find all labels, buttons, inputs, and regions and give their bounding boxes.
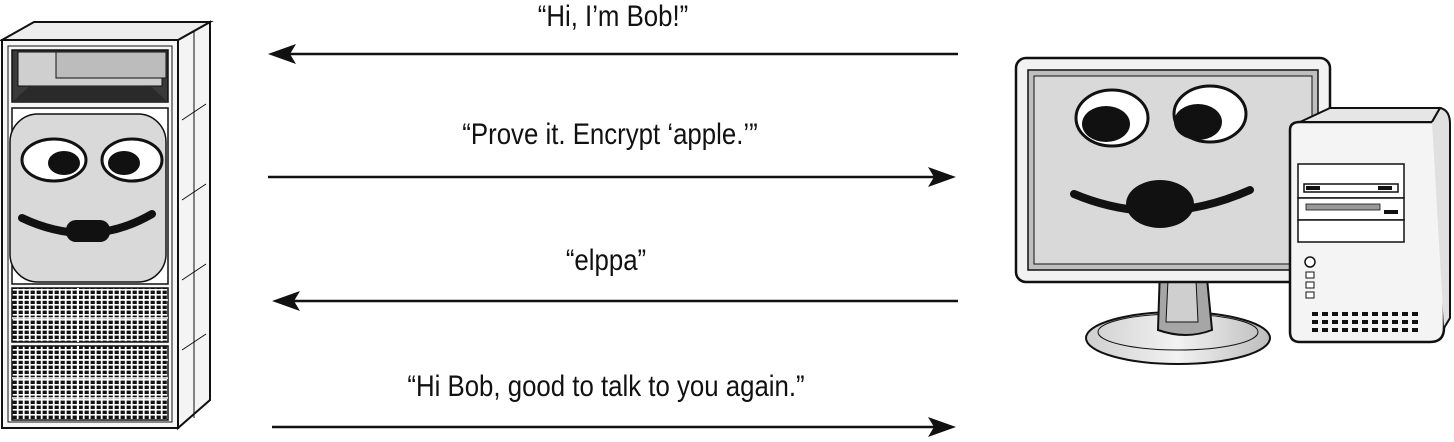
arrowhead-right-icon	[928, 417, 956, 437]
server-rack-face-icon	[0, 20, 214, 431]
arrowhead-left-icon	[268, 44, 296, 64]
message-label-2: “Prove it. Encrypt ‘apple.’”	[462, 118, 758, 151]
arrow-elppa	[272, 291, 958, 311]
arrow-hi-bob-again	[272, 417, 956, 437]
message-label-3: “elppa”	[565, 244, 647, 277]
arrow-hi-im-bob	[268, 44, 958, 64]
message-label-4: “Hi Bob, good to talk to you again.”	[407, 370, 805, 403]
arrowhead-right-icon	[928, 167, 956, 187]
arrowhead-left-icon	[272, 291, 300, 311]
desktop-computer-face-icon	[1014, 56, 1451, 365]
message-label-1: “Hi, I’m Bob!”	[537, 0, 689, 33]
arrow-prove-it	[268, 167, 956, 187]
